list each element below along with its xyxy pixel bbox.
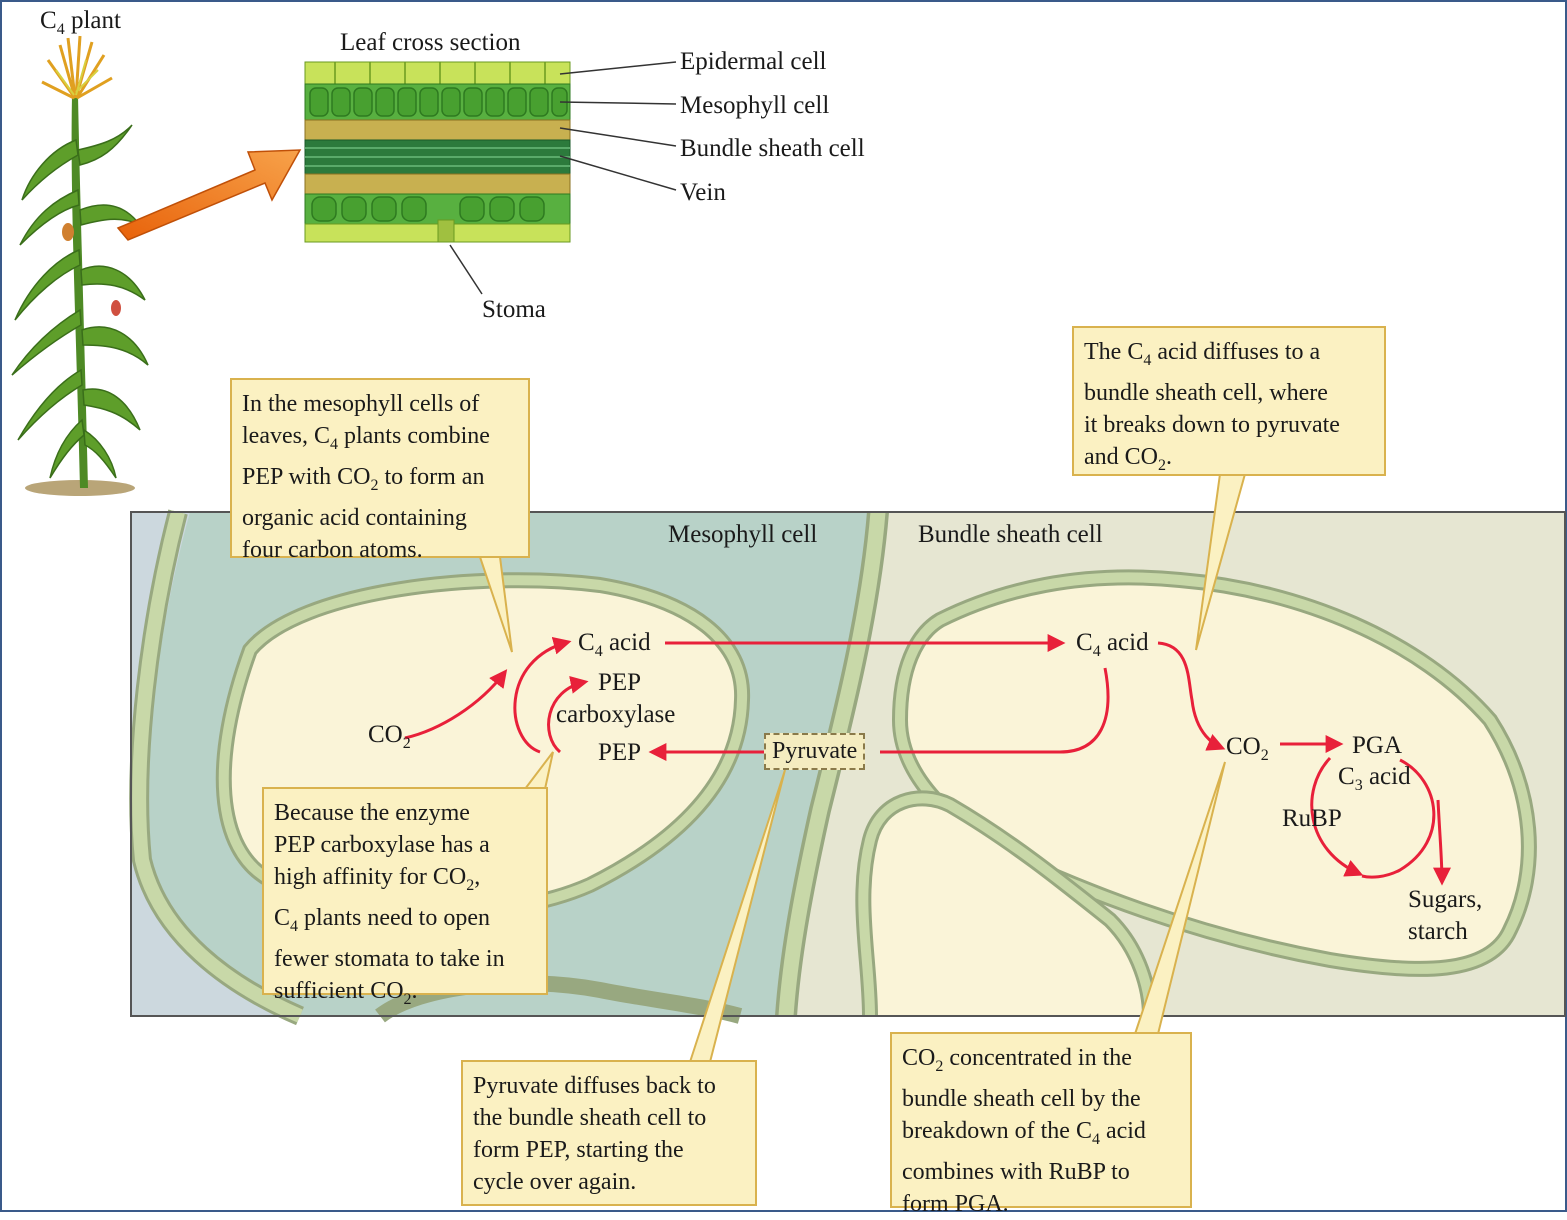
callout-line: fewer stomata to take in: [274, 945, 505, 972]
callout-line: In the mesophyll cells of: [242, 391, 480, 417]
callout-line: leaves, C4 plants combine: [242, 423, 490, 453]
callout-line: CO2 concentrated in the: [902, 1045, 1132, 1075]
callout-line: breakdown of the C4 acid: [902, 1117, 1146, 1148]
callout-line: sufficient CO2.: [274, 977, 418, 1008]
callout-line: PEP with CO2 to form an: [242, 463, 485, 494]
callout-line: The C4 acid diffuses to a: [1084, 339, 1321, 369]
pep-label: PEP: [598, 739, 642, 766]
callout-line: form PGA.: [902, 1190, 1009, 1217]
leaf-cross-section-title: Leaf cross section: [340, 29, 521, 56]
callout-line: four carbon atoms.: [242, 536, 423, 563]
pyruvate-label: Pyruvate: [764, 733, 866, 770]
callout-pointers: [479, 473, 1246, 1063]
sugars-label-1: Sugars,: [1408, 886, 1483, 913]
sugars-label-2: starch: [1408, 918, 1468, 945]
mesophyll-cell-label: Mesophyll cell: [680, 92, 830, 119]
callout-line: bundle sheath cell, where: [1084, 379, 1328, 406]
co2-bundle-label: CO2: [1226, 733, 1269, 764]
callout-line: high affinity for CO2,: [274, 864, 481, 894]
callout-line: organic acid containing: [242, 504, 467, 531]
c4-acid-mesophyll-label: C4 acid: [578, 629, 651, 660]
stoma-label: Stoma: [482, 296, 546, 323]
callout-line: the bundle sheath cell to: [473, 1105, 707, 1131]
callout-line: C4 plants need to open: [274, 904, 490, 935]
callout-line: bundle sheath cell by the: [902, 1085, 1141, 1112]
callout-line: it breaks down to pyruvate: [1084, 411, 1340, 438]
callout-line: Because the enzyme: [274, 800, 470, 826]
co2-mesophyll-label: CO2: [368, 721, 411, 752]
pep-carboxylase-label-2: carboxylase: [556, 701, 676, 728]
c3-acid-label: C3 acid: [1338, 763, 1411, 794]
bundle-sheath-region-label: Bundle sheath cell: [918, 521, 1103, 548]
pep-carboxylase-label-1: PEP: [598, 669, 642, 696]
callout-line: cycle over again.: [473, 1169, 637, 1195]
plant-label: C4 plant: [40, 7, 121, 38]
mesophyll-region-label: Mesophyll cell: [668, 521, 818, 548]
callout-line: Pyruvate diffuses back to: [473, 1073, 716, 1099]
callout-line: PEP carboxylase has a: [274, 832, 490, 858]
leaf-leader-lines: [449, 61, 677, 295]
c4-acid-bundle-label: C4 acid: [1076, 629, 1149, 660]
bundle-sheath-cell-label: Bundle sheath cell: [680, 135, 865, 162]
zoom-arrow: [116, 149, 302, 241]
co2-info-callout: CO2 concentrated in the bundle sheath cel…: [890, 1032, 1192, 1217]
pathway-arrows: [404, 634, 1451, 886]
callout-line: and CO2.: [1084, 443, 1172, 474]
vein-label: Vein: [680, 179, 726, 206]
rubp-label: RuBP: [1282, 805, 1342, 832]
epidermal-cell-label: Epidermal cell: [680, 48, 827, 75]
pyruvate-info-callout: Pyruvate diffuses back to the bundle shea…: [461, 1060, 757, 1206]
corn-plant-illustration: [11, 35, 149, 496]
mesophyll-info-callout: In the mesophyll cells of leaves, C4 plan…: [230, 378, 530, 563]
diffuse-info-callout: The C4 acid diffuses to a bundle sheath c…: [1072, 326, 1386, 476]
callout-line: combines with RuBP to: [902, 1158, 1130, 1185]
callout-line: form PEP, starting the: [473, 1137, 684, 1163]
leaf-cross-section: [304, 61, 571, 243]
pga-label: PGA: [1352, 732, 1403, 759]
